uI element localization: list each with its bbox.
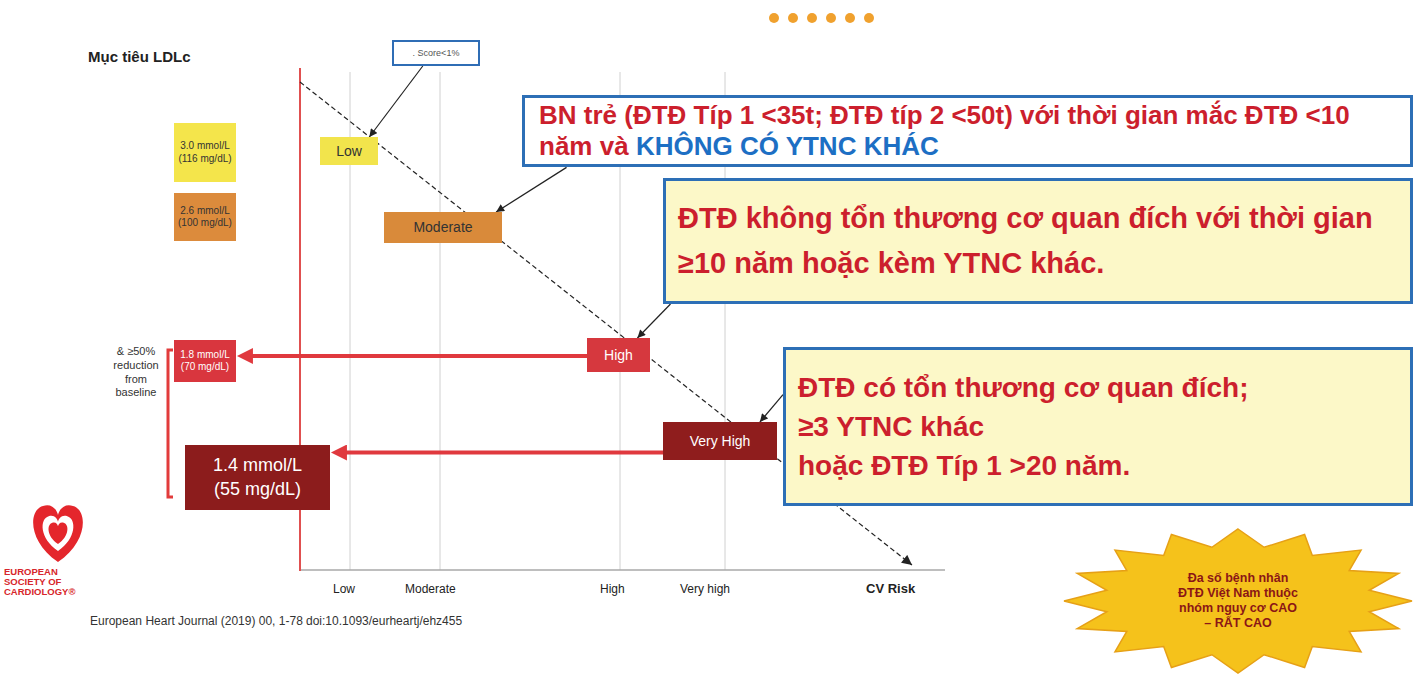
box-text: ĐTĐ có tổn thương cơ quan đích;	[798, 368, 1398, 407]
box-text: hoặc ĐTĐ Típ 1 >20 năm.	[798, 446, 1398, 485]
box-text: Low	[324, 143, 374, 160]
text-holder: Very High	[667, 433, 773, 450]
box-text: 1.8 mmol/L (70 mg/dL)	[177, 349, 233, 374]
axis-tick-label: Very high	[680, 582, 730, 596]
axis-tick-label: High	[600, 582, 625, 596]
box-text: . Score<1%	[398, 48, 474, 59]
box-text: ĐTĐ không tổn thương cơ quan đích với th…	[678, 196, 1398, 286]
ldl-target-box: 3.0 mmol/L (116 mg/dL)	[174, 123, 236, 182]
label-holder: Very high	[680, 582, 730, 596]
bracket-note: & ≥50% reduction from baseline	[108, 345, 164, 400]
title-dots	[769, 13, 874, 23]
ldl-target-box: 1.8 mmol/L (70 mg/dL)	[174, 340, 236, 382]
axis-tick-label: Low	[333, 582, 355, 596]
connector-arrow	[760, 395, 783, 422]
text-holder: 2.6 mmol/L (100 mg/dL)	[177, 205, 233, 230]
x-axis	[300, 569, 945, 571]
risk-level-box: Moderate	[384, 212, 502, 243]
score-box: . Score<1%	[392, 40, 480, 66]
connector-arrow	[244, 354, 587, 358]
text-holder: ĐTĐ không tổn thương cơ quan đích với th…	[678, 196, 1398, 286]
risk-level-box: Very High	[663, 422, 777, 460]
connector-arrow	[338, 451, 663, 455]
risk-level-box: High	[587, 338, 650, 372]
text-holder: 1.4 mmol/L (55 mg/dL)	[202, 454, 314, 501]
star-shape	[1064, 529, 1412, 673]
connector-arrow	[637, 304, 670, 338]
dot	[845, 13, 855, 23]
dot	[769, 13, 779, 23]
label-holder: doi:10.1093/eurheartj/ehz455	[306, 614, 462, 628]
heart-inner	[49, 522, 68, 544]
bracket	[168, 350, 173, 497]
heart-outer	[33, 505, 83, 562]
ldl-target-box: 2.6 mmol/L (100 mg/dL)	[174, 193, 236, 241]
label-holder: Low	[333, 582, 355, 596]
box-text: ≥3 YTNC khác	[798, 407, 1398, 446]
grid-line	[440, 72, 441, 570]
text-holder: 1.8 mmol/L (70 mg/dL)	[177, 349, 233, 374]
axis-name: CV Risk	[866, 581, 915, 597]
label-holder: & ≥50% reduction from baseline	[108, 345, 164, 400]
box-text: 1.4 mmol/L (55 mg/dL)	[202, 454, 314, 501]
box-text: Đa số bệnh nhân ĐTĐ Việt Nam thuộc nhóm …	[1177, 571, 1299, 631]
ldl-target-box: 1.4 mmol/L (55 mg/dL)	[185, 445, 330, 510]
label-holder: Moderate	[405, 582, 456, 596]
text-holder: . Score<1%	[398, 48, 474, 59]
box-text: Moderate	[388, 219, 498, 236]
text-holder: High	[591, 347, 646, 364]
risk-note-box: ĐTĐ có tổn thương cơ quan đích;≥3 YTNC k…	[783, 347, 1413, 506]
citation: European Heart Journal (2019) 00, 1-78	[90, 614, 303, 628]
box-text: High	[591, 347, 646, 364]
risk-note-box: BN trẻ (ĐTĐ Típ 1 <35t; ĐTĐ típ 2 <50t) …	[522, 95, 1413, 167]
heart-ring	[43, 516, 74, 551]
risk-level-box: Low	[320, 137, 378, 165]
box-text: KHÔNG CÓ YTNC KHÁC	[636, 131, 939, 161]
dot	[788, 13, 798, 23]
box-text: 3.0 mmol/L (116 mg/dL)	[177, 140, 233, 165]
box-text: Very High	[667, 433, 773, 450]
callout-star: Đa số bệnh nhân ĐTĐ Việt Nam thuộc nhóm …	[1062, 527, 1414, 675]
dot	[864, 13, 874, 23]
esc-heart-logo	[33, 505, 83, 562]
label-holder: Mục tiêu LDLc	[88, 48, 191, 66]
logo-text: EUROPEAN SOCIETY OF CARDIOLOGY®	[4, 567, 86, 597]
text-holder: Moderate	[388, 219, 498, 236]
text-holder: 3.0 mmol/L (116 mg/dL)	[177, 140, 233, 165]
text-holder: BN trẻ (ĐTĐ Típ 1 <35t; ĐTĐ típ 2 <50t) …	[539, 100, 1396, 162]
box-text: 2.6 mmol/L (100 mg/dL)	[177, 205, 233, 230]
axis-tick-label: Moderate	[405, 582, 456, 596]
dot	[807, 13, 817, 23]
connector-arrow	[369, 66, 423, 137]
connector-arrow	[496, 167, 566, 212]
label-holder: European Heart Journal (2019) 00, 1-78	[90, 614, 303, 628]
dot	[826, 13, 836, 23]
label-holder: High	[600, 582, 625, 596]
text-holder: Low	[324, 143, 374, 160]
axis-title: Mục tiêu LDLc	[88, 48, 191, 66]
text-holder: ĐTĐ có tổn thương cơ quan đích;≥3 YTNC k…	[798, 368, 1398, 486]
doi-link: doi:10.1093/eurheartj/ehz455	[306, 614, 462, 628]
text-holder: Đa số bệnh nhân ĐTĐ Việt Nam thuộc nhóm …	[1177, 571, 1299, 631]
label-holder: CV Risk	[866, 581, 915, 597]
risk-note-box: ĐTĐ không tổn thương cơ quan đích với th…	[663, 178, 1413, 304]
label-holder: EUROPEAN SOCIETY OF CARDIOLOGY®	[4, 567, 86, 597]
